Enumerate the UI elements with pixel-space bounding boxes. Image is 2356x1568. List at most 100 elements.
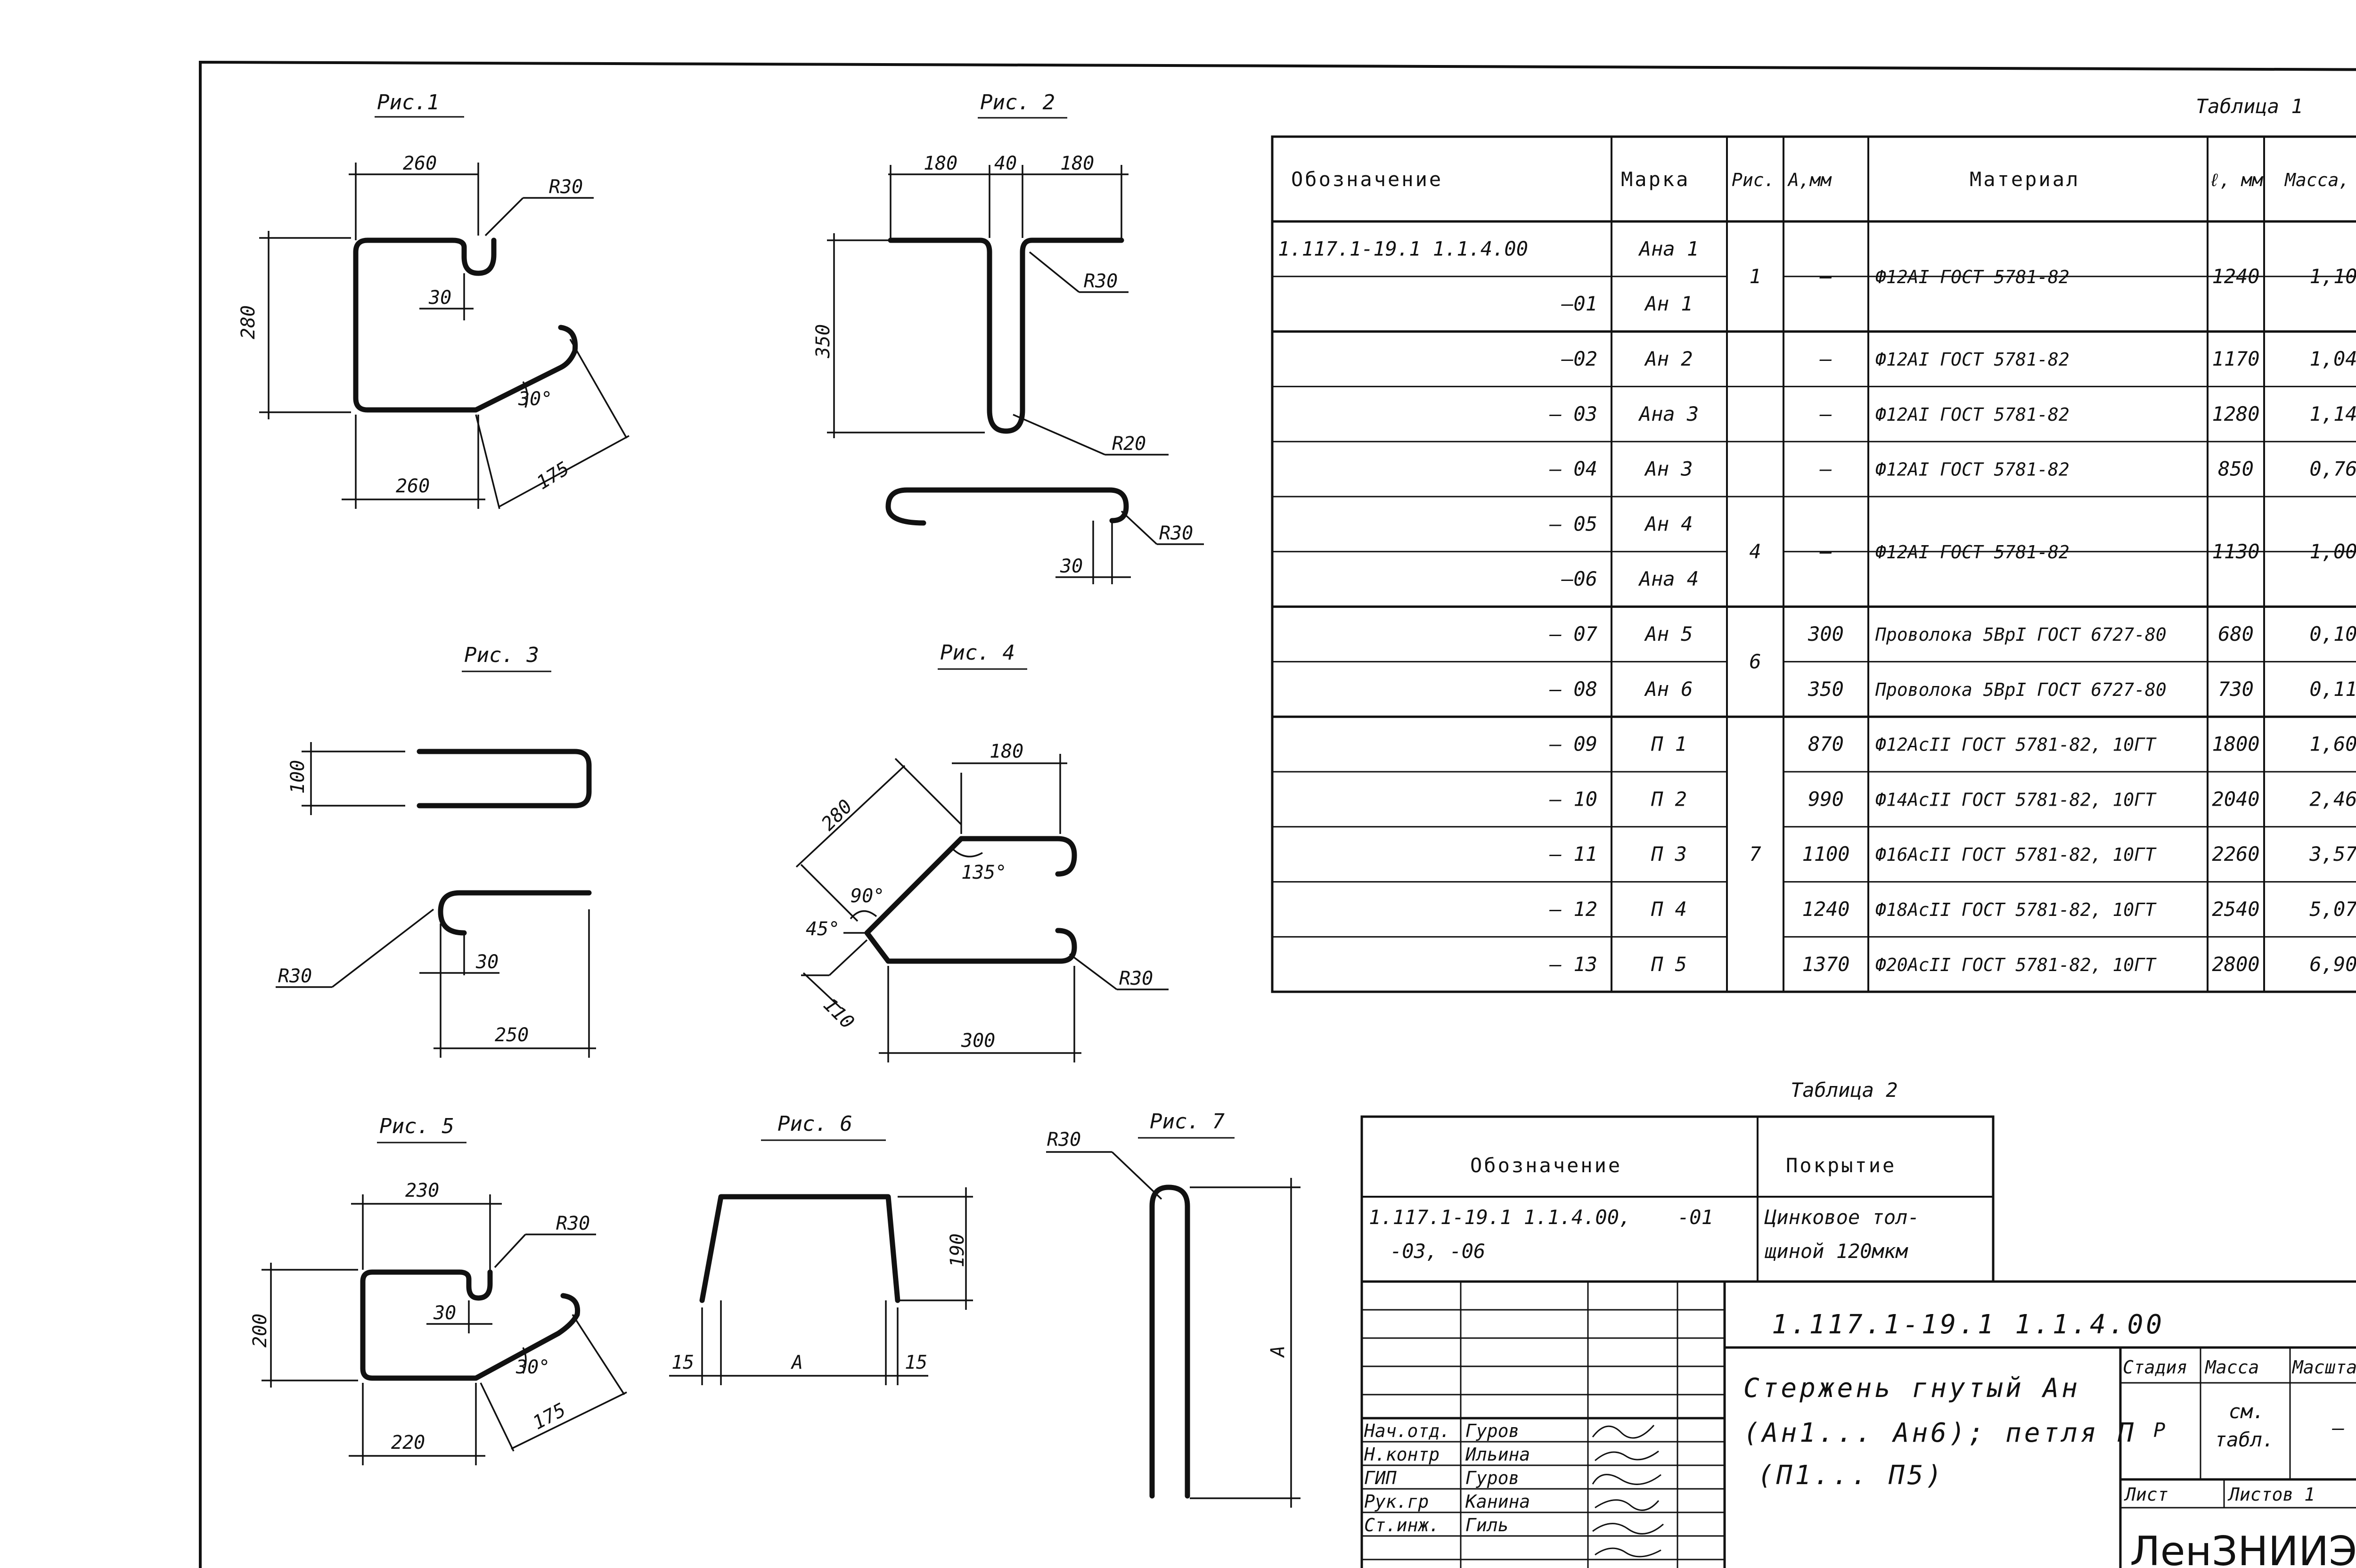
figure-5-title: Рис. 5	[379, 1114, 454, 1138]
table-1-cell-a: 1240	[1802, 898, 1849, 921]
stamp-hdr-scale: Масштаб	[2291, 1357, 2356, 1378]
stamp-title-line2: (Ан1... Ан6); петля П	[1743, 1418, 2136, 1448]
table-1-cell-code: — 13	[1549, 953, 1597, 976]
table-1-cell-l: 1170	[2212, 347, 2259, 370]
table-1-cell-code: — 10	[1549, 787, 1597, 810]
table-1-cell-code: 1.117.1-19.1 1.1.4.00	[1278, 237, 1528, 260]
table-1-cell-material: Ф20АсII ГОСТ 5781-82, 10ГТ	[1875, 955, 2157, 975]
figure-4: Рис. 4 180 280 135° 90° 45° 110 R30 300	[795, 641, 1169, 1062]
table-1-cell-mass: 1,10	[2309, 265, 2356, 288]
stamp-hdr-stage: Стадия	[2123, 1357, 2187, 1378]
table-1-header-a: А,мм	[1787, 170, 1832, 190]
table-1-title: Таблица 1	[2196, 95, 2303, 118]
table-1-cell-l: 2800	[2212, 953, 2259, 976]
table-1-cell-mark: Ан 1	[1644, 292, 1693, 315]
table-1-header-mass: Масса, кг	[2284, 170, 2356, 190]
table-1-header-mark: Марка	[1621, 168, 1690, 191]
table-2: Таблица 2 Обозначение Покрытие 1.117.1-1…	[1360, 1078, 1995, 1283]
table-1-cell-l: 1130	[2212, 540, 2259, 563]
table-1-cell-code: — 03	[1549, 402, 1597, 425]
fig4-dim-top: 180	[990, 741, 1023, 762]
fig6-dim-right: 15	[905, 1352, 927, 1373]
fig2-dim-left: 180	[924, 153, 957, 174]
table-1-cell-a: 990	[1808, 787, 1844, 810]
stamp-role-row: Нач.отд.Гуров	[1364, 1421, 1519, 1441]
table-1-cell-a: 870	[1808, 733, 1844, 756]
fig2-dim-right: 180	[1060, 153, 1094, 174]
stamp-person-name: Гуров	[1465, 1421, 1519, 1441]
title-block: 1.117.1-19.1 1.1.4.00 Стержень гнутый Ан…	[1360, 1280, 2356, 1568]
fig1-dim-bottom: 260	[396, 475, 430, 497]
table-1-cell-code: — 12	[1549, 898, 1597, 921]
table-1-cell-mass: 2,46	[2309, 787, 2356, 810]
fig5-dim-diag: 175	[529, 1399, 569, 1434]
table-2-code-line1: 1.117.1-19.1 1.1.4.00,	[1369, 1206, 1631, 1229]
table-1-cell-mark: П 4	[1651, 898, 1687, 921]
table-1-cell-mass: 1,04	[2309, 347, 2356, 370]
table-1-cell-l: 2040	[2212, 787, 2259, 810]
table-1-cell-code: — 07	[1549, 622, 1597, 645]
fig1-dim-hook: 30	[428, 287, 451, 309]
stamp-title-line3: (П1... П5)	[1758, 1460, 1945, 1491]
table-1-cell-code: —02	[1561, 347, 1597, 370]
stamp-stage: Р	[2153, 1419, 2165, 1442]
signature-marks	[1592, 1425, 1664, 1558]
table-1-cell-code: — 05	[1549, 512, 1597, 535]
table-1-cell-code: — 04	[1549, 457, 1597, 481]
table-1-cell-mass: 1,60	[2309, 733, 2356, 756]
figure-1-title: Рис.1	[377, 90, 439, 114]
fig3-dim-length: 250	[495, 1024, 529, 1046]
stamp-hdr-mass: Масса	[2204, 1357, 2259, 1378]
table-1-cell-l: 1800	[2212, 733, 2259, 756]
fig4-dim-a90: 90°	[851, 885, 884, 907]
table-1-cell-mass: 0,76	[2309, 457, 2356, 481]
table-1-cell-material: Ф16АсII ГОСТ 5781-82, 10ГТ	[1875, 844, 2157, 865]
fig5-dim-height: 200	[249, 1314, 271, 1348]
figure-4-title: Рис. 4	[940, 641, 1015, 665]
stamp-person-name: Гуров	[1465, 1468, 1519, 1488]
table-1-cell-l: 680	[2218, 622, 2254, 645]
fig4-dim-radius: R30	[1119, 968, 1153, 989]
table-1-cell-l: 2260	[2212, 842, 2259, 866]
stamp-doc-code: 1.117.1-19.1 1.1.4.00	[1772, 1309, 2165, 1340]
table-1-cell-a: —	[1819, 457, 1832, 481]
table-1-cell-material: Ф14АсII ГОСТ 5781-82, 10ГТ	[1875, 789, 2157, 810]
fig3-dim-radius: R30	[278, 965, 312, 987]
fig2-dim-rbottom: R20	[1112, 433, 1146, 455]
figure-6: Рис. 6 190 15 А 15	[669, 1112, 973, 1385]
table-2-code-extra: -01	[1677, 1206, 1713, 1229]
figure-7: Рис. 7 R30 А	[1046, 1110, 1301, 1508]
table-1-cell-mark: Ан 2	[1644, 347, 1693, 370]
table-1-cell-mark: Ан 6	[1644, 678, 1693, 701]
fig2-dim-mid: 40	[994, 153, 1017, 174]
table-1-cell-fig: 6	[1749, 650, 1761, 673]
table-1-cell-a: 1370	[1802, 953, 1849, 976]
fig2-dim-height: 350	[812, 324, 834, 359]
figure-1: Рис.1 260 R30 280 30 30° 175 260	[237, 90, 630, 509]
table-1-cell-a: 1100	[1802, 842, 1849, 866]
stamp-mass-line2: табл.	[2215, 1428, 2274, 1451]
table-1-header-l: ℓ, мм	[2209, 170, 2263, 190]
fig7-dim-a: А	[1267, 1346, 1289, 1358]
fig6-dim-height: 190	[947, 1233, 968, 1267]
table-2-code-line2: -03, -06	[1390, 1240, 1485, 1263]
stamp-role-row: Ст.инж.Гиль	[1364, 1515, 1509, 1535]
fig2-dim-rdetail: R30	[1159, 523, 1193, 544]
fig4-dim-a135: 135°	[961, 862, 1006, 883]
stamp-person-name: Канина	[1465, 1491, 1530, 1512]
table-1-cell-mark: Ан 4	[1644, 512, 1693, 535]
stamp-organization: ЛенЗНИИЭП	[2130, 1528, 2356, 1568]
figure-2-title: Рис. 2	[980, 90, 1055, 114]
table-1-header-fig: Рис.	[1732, 170, 1775, 190]
